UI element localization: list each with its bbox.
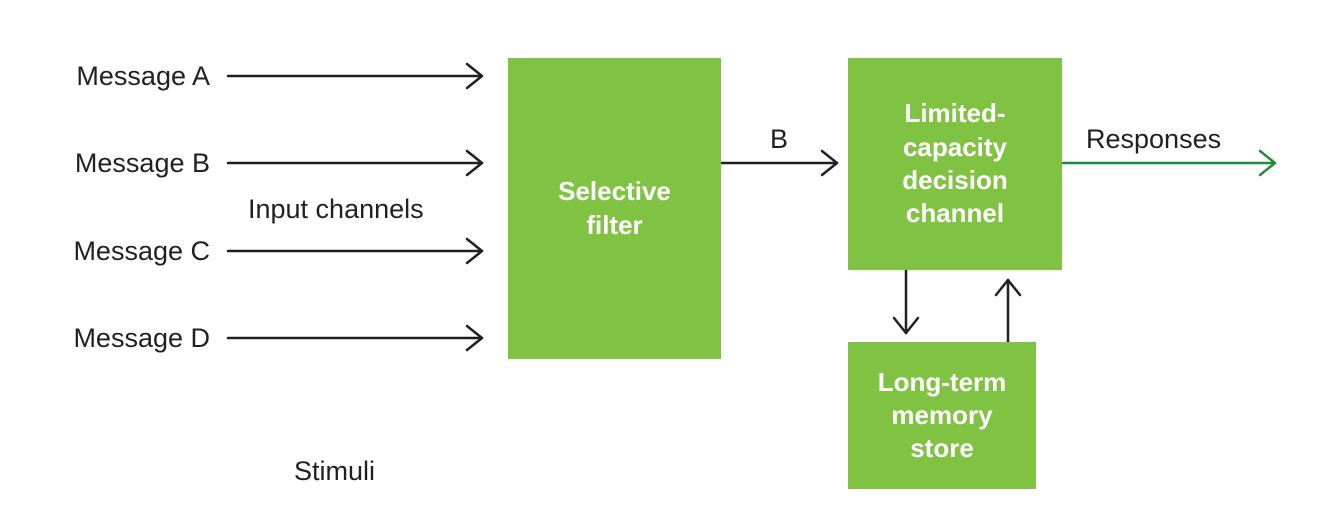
responses-arrow <box>1060 149 1277 177</box>
responses-label: Responses <box>1086 124 1222 154</box>
decision-to-memory-arrow <box>892 268 920 335</box>
message-a-label: Message A <box>76 61 210 91</box>
filter-to-decision-arrow <box>719 149 839 177</box>
long-term-memory-box: Long-term memory store <box>848 342 1036 489</box>
message-c-arrow <box>226 237 484 265</box>
message-d-arrow <box>226 324 484 352</box>
message-d-label: Message D <box>73 323 210 353</box>
stimuli-label: Stimuli <box>294 456 376 486</box>
message-b-arrow <box>226 149 484 177</box>
long-term-memory-label: Long-term memory store <box>877 366 1007 464</box>
filter-output-label: B <box>770 124 789 154</box>
selective-filter-box: Selective filter <box>508 58 721 359</box>
decision-channel-box: Limited- capacity decision channel <box>848 58 1062 270</box>
decision-channel-label: Limited- capacity decision channel <box>902 98 1008 229</box>
message-b-label: Message B <box>74 148 210 178</box>
message-c-label: Message C <box>73 236 210 266</box>
selective-filter-label: Selective filter <box>558 176 671 240</box>
memory-to-decision-arrow <box>994 278 1022 344</box>
input-channels-label: Input channels <box>248 194 424 224</box>
message-a-arrow <box>226 62 484 90</box>
